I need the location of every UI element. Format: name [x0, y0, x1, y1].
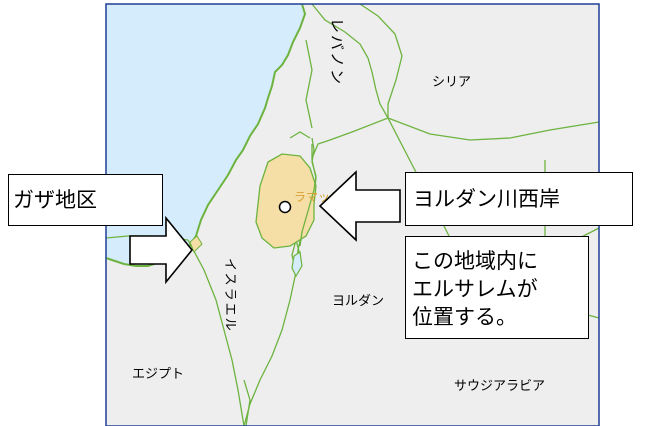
label-israel: イスラエル — [222, 258, 237, 333]
label-jordan: ヨルダン — [332, 294, 384, 309]
label-lebanon: レバノン — [328, 18, 346, 86]
label-saudi-arabia: サウジアラビア — [454, 379, 545, 394]
callout-note: この地域内に エルサレムが 位置する。 — [405, 236, 589, 339]
dead-sea — [291, 250, 303, 278]
callout-gaza-text: ガザ地区 — [13, 188, 97, 212]
arrow-right-icon — [129, 215, 194, 285]
note-line-2: エルサレムが — [412, 277, 538, 301]
label-syria: シリア — [432, 75, 471, 90]
jordan-river — [299, 137, 317, 247]
callout-gaza: ガザ地区 — [8, 174, 163, 226]
callout-west-bank: ヨルダン川西岸 — [405, 172, 633, 226]
note-line-1: この地域内に — [412, 249, 538, 273]
callout-west-bank-text: ヨルダン川西岸 — [413, 187, 560, 211]
label-egypt: エジプト — [132, 367, 184, 382]
arrow-left-icon — [318, 170, 401, 242]
note-line-3: 位置する。 — [412, 305, 517, 329]
ramallah-point — [278, 200, 292, 214]
gaza-strip — [189, 235, 203, 253]
